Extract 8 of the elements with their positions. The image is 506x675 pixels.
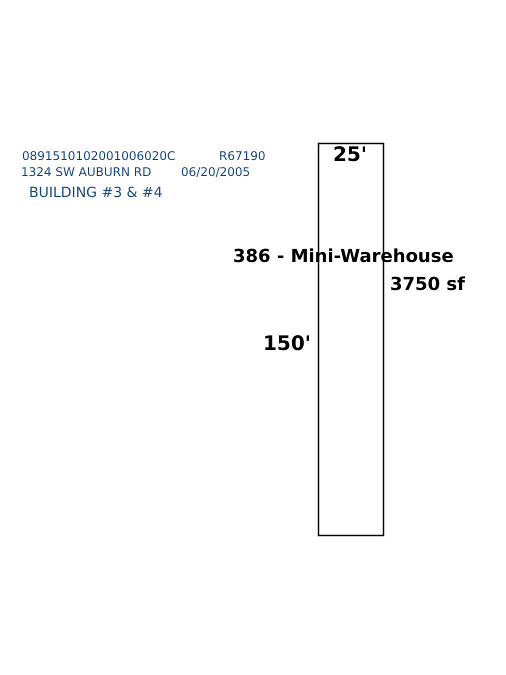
address-text: 1324 SW AUBURN RD: [21, 165, 152, 179]
area-label: 3750 sf: [390, 274, 465, 295]
length-dimension: 150': [263, 331, 311, 355]
record-number: R67190: [219, 149, 266, 163]
date-text: 06/20/2005: [181, 165, 250, 179]
width-dimension: 25': [333, 142, 367, 166]
parcel-number: 0891510102001006020C: [22, 149, 176, 163]
building-title: BUILDING #3 & #4: [29, 185, 163, 201]
